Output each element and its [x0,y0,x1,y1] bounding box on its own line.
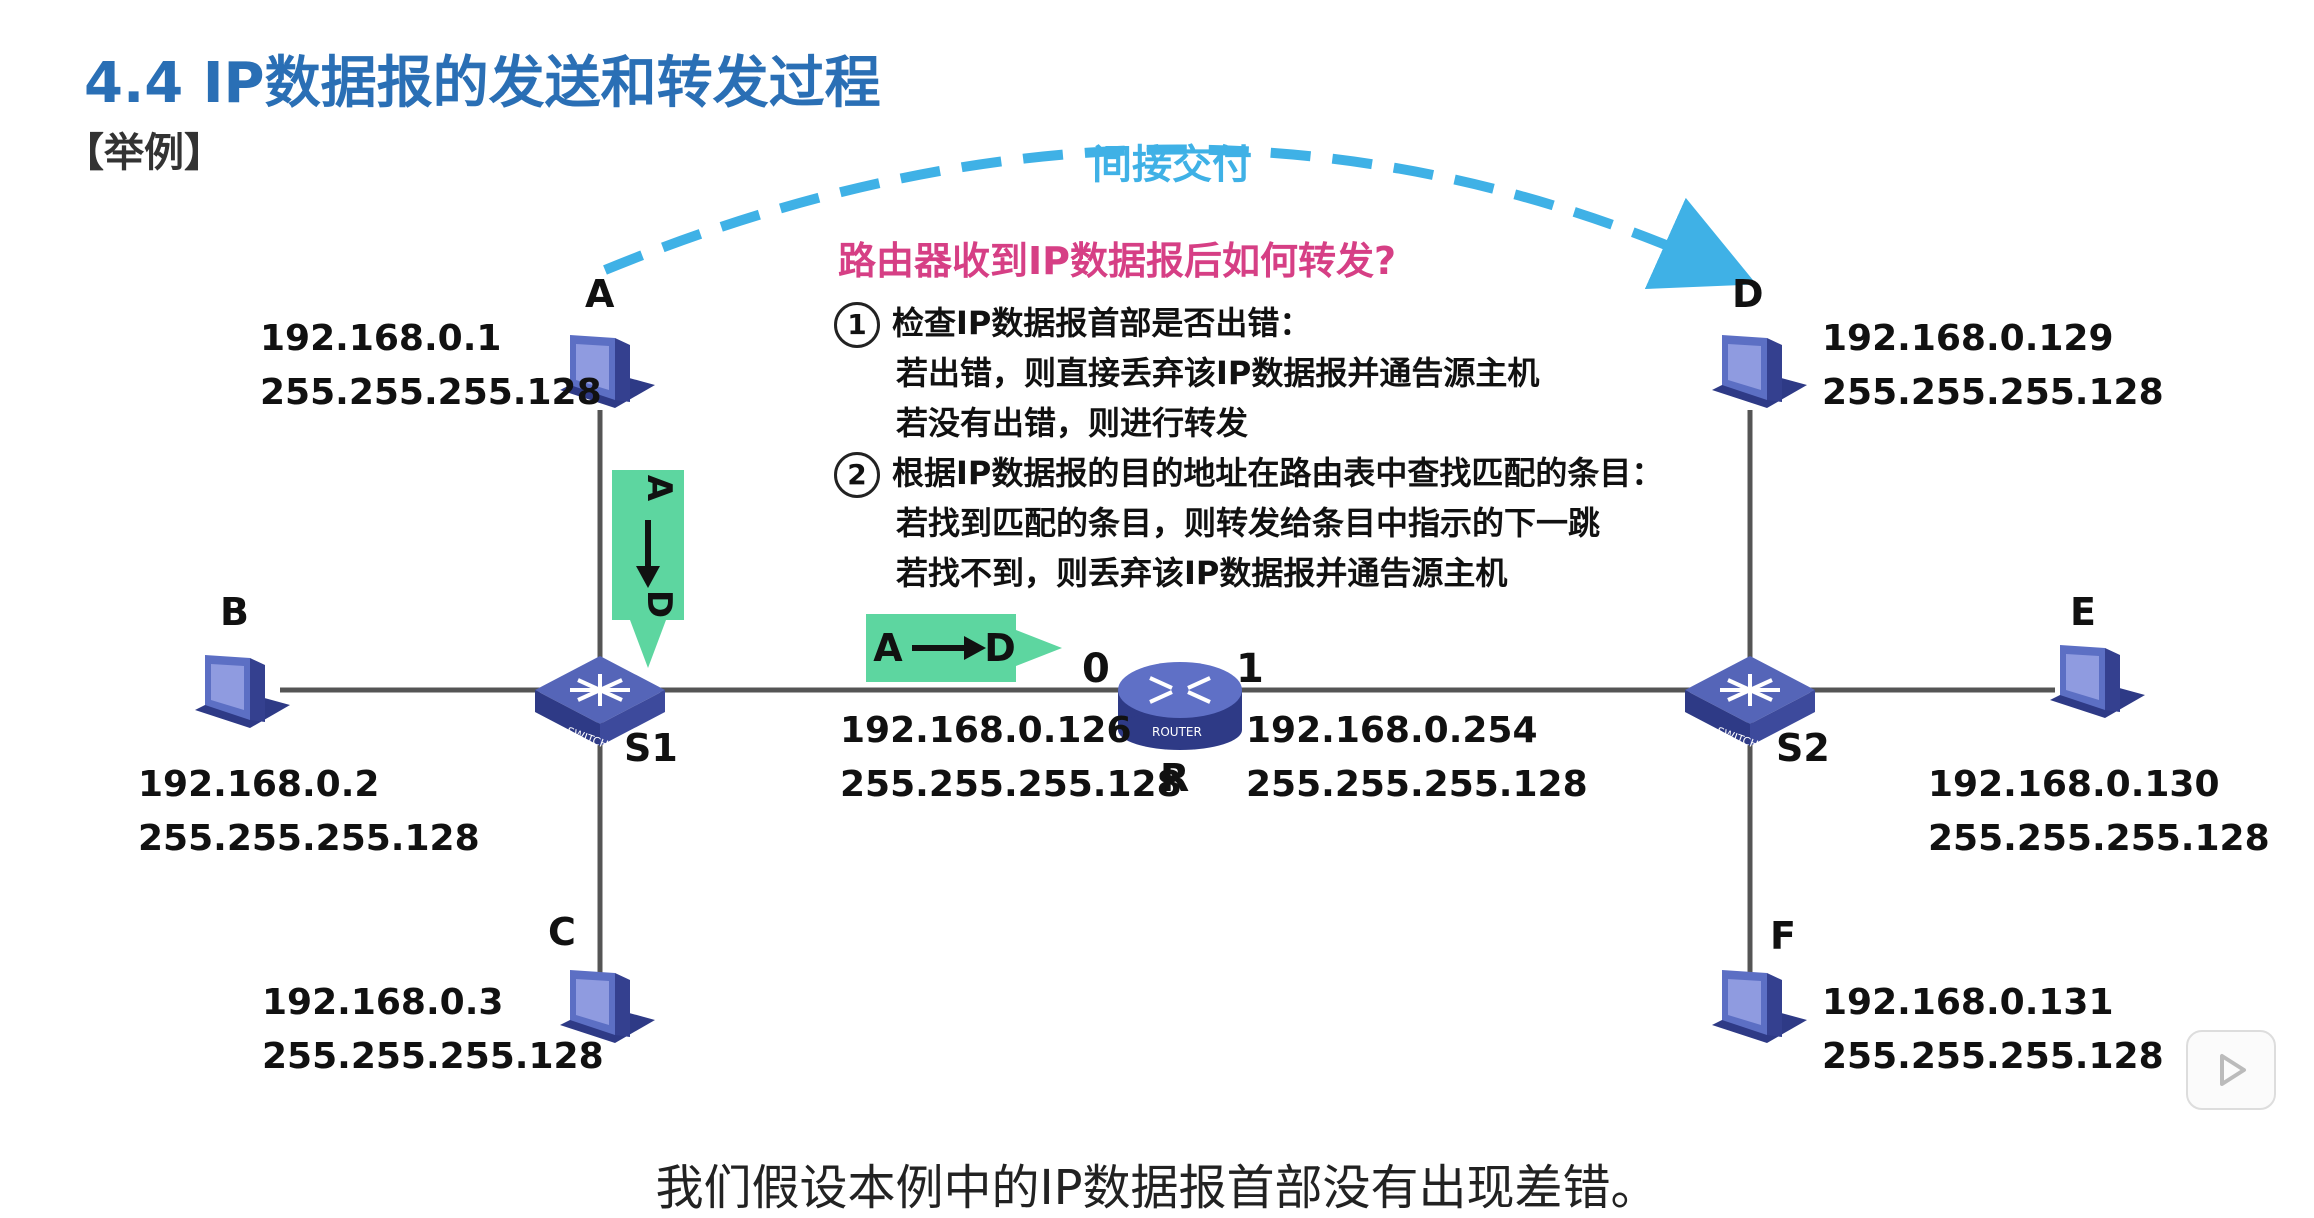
switch-s1-icon: SWITCH [535,656,665,752]
forwarding-steps: 1 检查IP数据报首部是否出错： 若出错，则直接丢弃该IP数据报并通告源主机 若没… [834,298,1663,598]
host-d-computer-icon [1712,335,1807,408]
router-iface1-ip: 192.168.0.254 [1246,710,1538,751]
router-iface0-address: 192.168.0.126 255.255.255.128 [840,704,1182,812]
network-links [280,410,2055,1000]
play-button[interactable] [2186,1030,2276,1110]
step-1: 1 检查IP数据报首部是否出错： [834,298,1663,348]
host-c-ip: 192.168.0.3 [262,982,504,1023]
host-a-computer-icon [560,335,655,408]
host-a-address: 192.168.0.1 255.255.255.128 [260,312,602,420]
host-c-mask: 255.255.255.128 [262,1036,604,1077]
host-d-mask: 255.255.255.128 [1822,372,2164,413]
indirect-delivery-label: 间接交付 [1092,142,1252,188]
packet-vertical-to: D [639,590,679,618]
router-iface1-mask: 255.255.255.128 [1246,764,1588,805]
host-a-mask: 255.255.255.128 [260,372,602,413]
host-f-computer-icon [1712,970,1807,1043]
step-1-text: 检查IP数据报首部是否出错： [892,304,1312,342]
router-iface1-address: 192.168.0.254 255.255.255.128 [1246,704,1588,812]
host-b-computer-icon [195,655,290,728]
page-title: 4.4 IP数据报的发送和转发过程 [84,51,881,116]
host-d-address: 192.168.0.129 255.255.255.128 [1822,312,2164,420]
host-e-mask: 255.255.255.128 [1928,818,2270,859]
host-c-address: 192.168.0.3 255.255.255.128 [262,976,604,1084]
router-question: 路由器收到IP数据报后如何转发? [838,239,1397,283]
play-icon [2220,1054,2246,1086]
host-e-address: 192.168.0.130 255.255.255.128 [1928,758,2270,866]
host-f-ip: 192.168.0.131 [1822,982,2114,1023]
host-a-label: A [585,272,615,316]
router-iface0-mask: 255.255.255.128 [840,764,1182,805]
step-1-number: 1 [834,302,880,348]
step-1-sub-1: 若出错，则直接丢弃该IP数据报并通告源主机 [896,354,1540,392]
step-2-sub-1: 若找到匹配的条目，则转发给条目中指示的下一跳 [896,504,1601,542]
host-b-mask: 255.255.255.128 [138,818,480,859]
step-2-number: 2 [834,452,880,498]
switch-s1-label: S1 [624,726,678,770]
step-1-sub-2: 若没有出错，则进行转发 [896,404,1249,442]
step-2: 2 根据IP数据报的目的地址在路由表中查找匹配的条目： [834,448,1663,498]
host-e-ip: 192.168.0.130 [1928,764,2220,805]
step-2-text: 根据IP数据报的目的地址在路由表中查找匹配的条目： [892,454,1664,492]
packet-vertical-from: A [639,475,679,502]
video-subtitle: 我们假设本例中的IP数据报首部没有出现差错。 [655,1160,1659,1216]
router-iface1-number: 1 [1236,646,1264,692]
host-f-label: F [1770,914,1796,958]
host-b-label: B [220,590,249,634]
router-r-icon: ROUTER [1118,662,1242,750]
example-tag: 【举例】 [64,130,224,176]
host-d-ip: 192.168.0.129 [1822,318,2114,359]
host-b-ip: 192.168.0.2 [138,764,380,805]
host-c-computer-icon [560,970,655,1043]
packet-horizontal-from: A [873,626,903,670]
switch-s2-label: S2 [1776,726,1830,770]
host-b-address: 192.168.0.2 255.255.255.128 [138,758,480,866]
host-a-ip: 192.168.0.1 [260,318,502,359]
router-label: R [1160,756,1190,800]
router-iface0-number: 0 [1082,646,1110,692]
host-c-label: C [548,910,576,954]
packet-vertical: A D [612,470,684,668]
host-e-label: E [2070,590,2096,634]
switch-s2-icon: SWITCH [1685,656,1815,752]
host-e-computer-icon [2050,645,2145,718]
packet-horizontal-to: D [984,626,1016,670]
packet-horizontal: A D [866,614,1062,682]
host-d-label: D [1732,272,1764,316]
indirect-delivery-arc [603,144,1757,290]
host-f-mask: 255.255.255.128 [1822,1036,2164,1077]
host-f-address: 192.168.0.131 255.255.255.128 [1822,976,2164,1084]
step-2-sub-2: 若找不到，则丢弃该IP数据报并通告源主机 [896,554,1508,592]
router-badge: ROUTER [1152,725,1202,739]
router-iface0-ip: 192.168.0.126 [840,710,1132,751]
